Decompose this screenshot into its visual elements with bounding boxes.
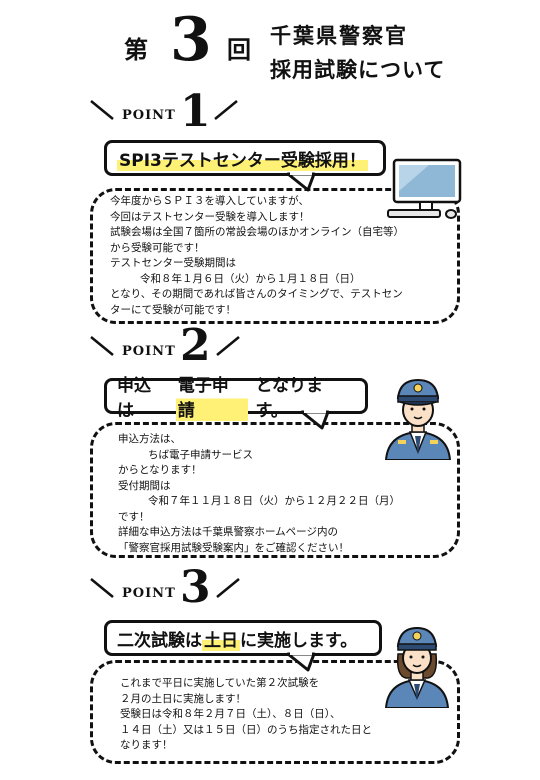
point3-content-box bbox=[90, 660, 460, 764]
slash-left-decoration bbox=[90, 100, 114, 120]
header-title-line1: 千葉県警察官 bbox=[270, 24, 408, 48]
point1-title: SPI3テストセンター受験採用！ bbox=[117, 145, 368, 171]
slash-right-decoration bbox=[214, 100, 238, 120]
slash-right-decoration bbox=[216, 578, 240, 598]
point2-line: ちば電子申請サービス bbox=[148, 448, 253, 461]
point1-line: 今年度からＳＰＩ３を導入していますが、 bbox=[110, 195, 309, 207]
point3-line: なります！ bbox=[120, 739, 173, 751]
point1-number: 1 bbox=[180, 86, 211, 137]
policewoman-icon bbox=[384, 626, 450, 708]
point3-line: １４日（土）又は１５日（日）のうち指定された日と bbox=[120, 723, 372, 736]
point3-title-pre: 二次試験は bbox=[117, 630, 202, 651]
point1-line: 令和８年１月６日（火）から１月１８日（日） bbox=[140, 272, 361, 285]
point2-body: 申込方法は、 ちば電子申請サービス からとなります！ 受付期間は 令和７年１１月… bbox=[118, 432, 400, 556]
point1-title-box: SPI3テストセンター受験採用！ bbox=[104, 140, 386, 176]
point2-title-highlight: 電子申請 bbox=[175, 371, 248, 421]
header-title-line2: 採用試験について bbox=[270, 58, 446, 82]
header-dai: 第 bbox=[124, 35, 148, 64]
point3-label: POINT bbox=[122, 586, 176, 601]
point2-line: 申込方法は、 bbox=[118, 433, 181, 445]
point2-content-box bbox=[90, 422, 460, 558]
point1-content-box bbox=[90, 188, 460, 324]
point3-title-post: に実施します。 bbox=[240, 630, 358, 651]
point3-title-highlight: 土日 bbox=[202, 625, 240, 651]
point2-title-box: 申込は 電子申請 となります。 bbox=[104, 371, 368, 421]
point3-line: 受験日は令和８年２月７日（土）、８日（日）、 bbox=[120, 708, 341, 720]
point3-line: ２月の土日に実施します！ bbox=[120, 692, 246, 705]
point3-number: 3 bbox=[180, 562, 211, 613]
point2-speech-tail bbox=[300, 410, 330, 430]
point2-line: 詳細な申込方法は千葉県警察ホームページ内の bbox=[118, 526, 338, 538]
point2-label: POINT bbox=[122, 344, 176, 359]
point2-line: 令和７年１１月１８日（火）から１２月２２日（月） bbox=[148, 495, 400, 507]
point2-line: 「警察官採用試験受験案内」をご確認ください！ bbox=[118, 541, 349, 554]
slash-left-decoration bbox=[90, 578, 114, 598]
point1-line: となり、その期間であれば皆さんのタイミングで、テストセン bbox=[110, 288, 403, 300]
point1-line: 試験会場は全国７箇所の常設会場のほかオンライン（自宅等） bbox=[110, 226, 404, 238]
point2-line: からとなります！ bbox=[118, 464, 202, 476]
point1-line: テストセンター受験期間は bbox=[110, 257, 236, 269]
point3-line: これまで平日に実施していた第２次試験を bbox=[120, 677, 320, 689]
point2-title-post: となります。 bbox=[255, 376, 324, 421]
point1-body: 今年度からＳＰＩ３を導入していますが、 今回はテストセンター受験を導入します！ … bbox=[110, 194, 404, 318]
point2-number: 2 bbox=[180, 320, 211, 371]
point1-speech-tail bbox=[286, 172, 316, 192]
point1-label: POINT bbox=[122, 108, 176, 123]
point1-line: ターにて受験が可能です！ bbox=[110, 303, 236, 316]
header-kai: 回 bbox=[227, 35, 251, 64]
point1-line: 今回はテストセンター受験を導入します！ bbox=[110, 210, 310, 223]
police-officer-icon bbox=[384, 378, 452, 460]
point2-title-pre: 申込は bbox=[117, 376, 151, 421]
point1-line: から受験可能です！ bbox=[110, 241, 205, 254]
point2-line: です！ bbox=[118, 510, 150, 523]
point3-body: これまで平日に実施していた第２次試験を ２月の土日に実施します！ 受験日は令和８… bbox=[120, 676, 372, 754]
point2-line: 受付期間は bbox=[118, 479, 171, 492]
slash-right-decoration bbox=[216, 336, 240, 356]
point3-speech-tail bbox=[286, 652, 316, 672]
header-number: 3 bbox=[170, 5, 212, 75]
computer-icon bbox=[387, 158, 462, 219]
slash-left-decoration bbox=[90, 336, 114, 356]
point3-title-box: 二次試験は 土日 に実施します。 bbox=[104, 620, 382, 656]
